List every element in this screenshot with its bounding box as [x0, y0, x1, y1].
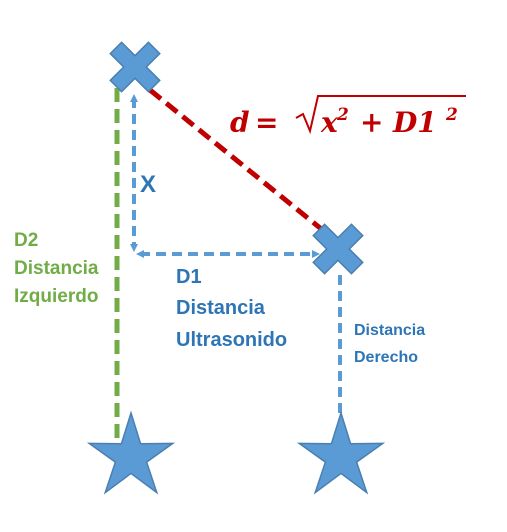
right-line1-label: Distancia	[354, 322, 425, 339]
formula-term-d1: D1	[392, 106, 437, 139]
cross-marker-icon	[109, 41, 161, 93]
d2-line2-label: Izquierdo	[14, 286, 98, 307]
formula-lhs: d	[230, 106, 250, 139]
right-line2-label: Derecho	[354, 349, 418, 366]
star-icon	[86, 410, 176, 495]
formula-exp-1: 2	[336, 105, 349, 125]
formula-exp-2: 2	[445, 105, 458, 125]
d1-code-label: D1	[176, 266, 202, 288]
distance-formula: d = x 2 + D1 2	[230, 105, 458, 139]
d1-line1-label: Distancia	[176, 297, 266, 319]
d2-line1-label: Distancia	[14, 258, 99, 279]
formula-term-x: x	[320, 106, 338, 139]
formula-equals: =	[255, 106, 278, 139]
hypotenuse-line	[148, 88, 327, 234]
d2-code-label: D2	[14, 230, 38, 251]
formula-plus: +	[360, 106, 383, 139]
cross-marker-icon	[312, 223, 364, 275]
square-root-sign	[295, 95, 466, 135]
d1-line2-label: Ultrasonido	[176, 329, 287, 351]
star-icon	[296, 410, 386, 495]
x-label: X	[140, 171, 156, 198]
